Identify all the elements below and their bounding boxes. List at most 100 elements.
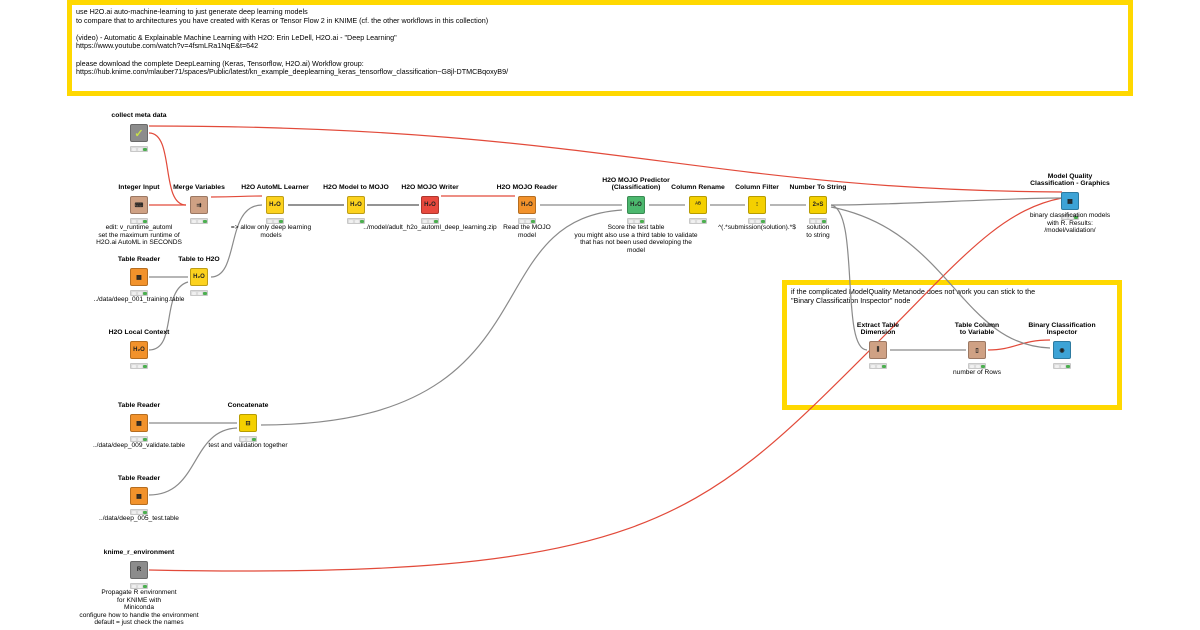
node-title: H2O MOJO Writer: [401, 184, 459, 192]
h2o-icon[interactable]: H₂O: [518, 196, 536, 214]
node-comment: => allow only deep learning models: [230, 224, 312, 239]
node-title: Binary Classification Inspector: [1028, 321, 1096, 337]
node-title: knime_r_environment: [103, 549, 175, 557]
node-merge-variables[interactable]: Merge Variables⇉: [154, 174, 244, 234]
top-annotation[interactable]: use H2O.ai auto-machine-learning to just…: [67, 0, 1133, 96]
wire-number-to-string-to-model-quality[interactable]: [830, 197, 1063, 206]
h2o-icon[interactable]: H₂O: [421, 196, 439, 214]
node-binary-classification-inspector[interactable]: Binary Classification Inspector ◉: [1017, 319, 1107, 379]
wire-table-to-h2o-to-automl[interactable]: [210, 204, 263, 278]
node-integer-input[interactable]: Integer Input ⌨: [94, 174, 184, 234]
table-reader-icon[interactable]: ▦: [130, 487, 148, 505]
node-status-traffic-light: [809, 218, 827, 224]
node-status-traffic-light: [190, 290, 208, 296]
node-column-filter[interactable]: Column Filter ⫶: [712, 174, 802, 234]
node-status-traffic-light: [518, 218, 536, 224]
node-extract-table-dimension[interactable]: Extract Table Dimension⫼: [833, 319, 923, 379]
wire-concatenate-to-predictor[interactable]: [260, 209, 623, 426]
wire-number-to-string-to-extract-dimension[interactable]: [830, 204, 868, 351]
node-status-traffic-light: [130, 146, 148, 152]
wire-local-context-to-h2o[interactable]: [148, 281, 189, 351]
node-concatenate[interactable]: Concatenate ⊟: [203, 392, 293, 452]
node-comment: edit: v_runtime_automl set the maximum r…: [96, 224, 182, 247]
node-title: H2O AutoML Learner: [241, 184, 309, 192]
node-mojo-predictor[interactable]: H2O MOJO Predictor (Classification) H₂O: [591, 174, 681, 234]
table-reader-icon[interactable]: ▦: [130, 414, 148, 432]
node-glyph: H₂O: [350, 202, 362, 208]
node-model-quality[interactable]: Model Quality Classification - Graphics ▦: [1025, 170, 1115, 230]
node-collect-meta[interactable]: collect meta data✓: [94, 102, 184, 162]
node-glyph: H₂O: [133, 347, 145, 353]
checkmark-icon[interactable]: ✓: [130, 124, 148, 142]
inspector-annotation-text: if the complicated ModelQuality Metanode…: [791, 287, 1036, 305]
node-glyph: ▯: [975, 347, 979, 354]
integer-input-icon[interactable]: ⌨: [130, 196, 148, 214]
node-title: Table Reader: [117, 402, 161, 410]
merge-variables-icon[interactable]: ⇉: [190, 196, 208, 214]
wire-column-to-variable-to-inspector[interactable]: [987, 339, 1051, 351]
extract-dimension-icon[interactable]: ⫼: [869, 341, 887, 359]
node-comment: ../data/deep_005_test.table: [99, 515, 179, 522]
h2o-icon[interactable]: H₂O: [627, 196, 645, 214]
node-table-reader-3[interactable]: Table Reader▦: [94, 465, 184, 525]
wire-collect-meta-to-model-quality[interactable]: [148, 125, 1063, 193]
wire-collect-meta-to-merge[interactable]: [148, 132, 187, 206]
node-title: H2O MOJO Reader: [496, 184, 558, 192]
h2o-icon[interactable]: H₂O: [347, 196, 365, 214]
node-status-traffic-light: [130, 363, 148, 369]
node-column-rename[interactable]: Column Rename ᴬᴮ: [653, 174, 743, 234]
node-title: H2O MOJO Predictor (Classification): [602, 176, 670, 192]
node-glyph: ▦: [136, 493, 142, 500]
concatenate-icon[interactable]: ⊟: [239, 414, 257, 432]
node-title: Model Quality Classification - Graphics: [1030, 172, 1110, 188]
wire-r-env-to-model-quality[interactable]: [148, 197, 1063, 572]
node-glyph: H₂O: [424, 202, 436, 208]
h2o-icon[interactable]: H₂O: [266, 196, 284, 214]
node-glyph: H₂O: [630, 202, 642, 208]
column-to-variable-icon[interactable]: ▯: [968, 341, 986, 359]
node-title: Column Filter: [735, 184, 779, 192]
node-status-traffic-light: [627, 218, 645, 224]
node-status-traffic-light: [130, 290, 148, 296]
node-glyph: ▦: [1067, 198, 1073, 205]
component-icon[interactable]: R: [130, 561, 148, 579]
node-table-column-to-variable[interactable]: Table Column to Variable▯: [932, 319, 1022, 379]
column-filter-icon[interactable]: ⫶: [748, 196, 766, 214]
node-glyph: ᴬᴮ: [695, 202, 701, 208]
wire-merge-to-automl[interactable]: [210, 195, 263, 198]
node-status-traffic-light: [748, 218, 766, 224]
node-table-reader-1[interactable]: Table Reader▦: [94, 246, 184, 306]
node-title: Concatenate: [227, 402, 269, 410]
table-reader-icon[interactable]: ▦: [130, 268, 148, 286]
node-glyph: ⫶: [756, 201, 758, 208]
node-glyph: ⌨: [134, 202, 144, 209]
number-to-string-icon[interactable]: 2»S: [809, 196, 827, 214]
node-glyph: H₂O: [521, 202, 533, 208]
node-comment: solution to string: [806, 224, 830, 239]
column-rename-icon[interactable]: ᴬᴮ: [689, 196, 707, 214]
node-title: Integer Input: [118, 184, 160, 192]
node-title: Column Rename: [671, 184, 725, 192]
wire-table-reader-3-to-concatenate[interactable]: [148, 427, 238, 496]
node-status-traffic-light: [968, 363, 986, 369]
node-comment: ^(.*submission(solution).*$: [718, 224, 796, 231]
node-glyph: 2»S: [812, 202, 824, 208]
node-table-reader-2[interactable]: Table Reader ▦: [94, 392, 184, 452]
wire-number-to-string-to-inspector[interactable]: [830, 206, 1051, 349]
node-comment: ../model/adult_h2o_automl_deep_learning.…: [363, 224, 497, 231]
h2o-icon[interactable]: H₂O: [130, 341, 148, 359]
inspector-icon[interactable]: ◉: [1053, 341, 1071, 359]
component-icon[interactable]: ▦: [1061, 192, 1079, 210]
node-glyph: ⇉: [196, 202, 202, 209]
node-glyph: ⫼: [876, 346, 880, 353]
h2o-icon[interactable]: H₂O: [190, 268, 208, 286]
